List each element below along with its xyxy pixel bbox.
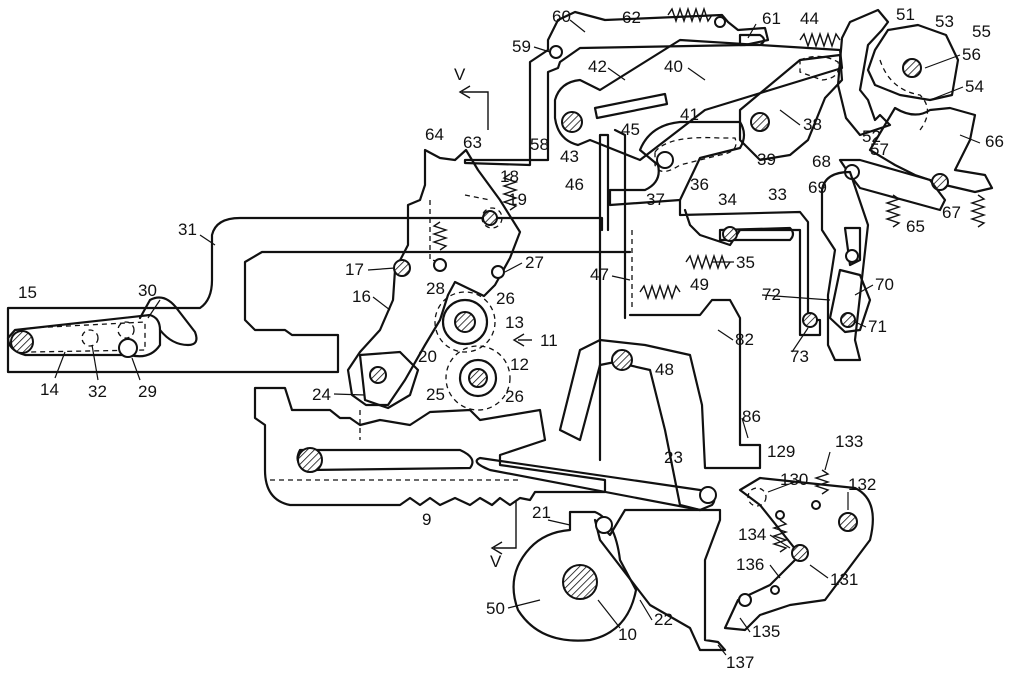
slide-bar-14: [6, 216, 632, 374]
ref-25: 25: [426, 385, 445, 404]
ref-63: 63: [463, 133, 482, 152]
cam-50: [512, 486, 727, 652]
ref-16: 16: [352, 287, 371, 306]
ref-71: 71: [868, 317, 887, 336]
ref-54: 54: [965, 77, 984, 96]
ref-28: 28: [426, 279, 445, 298]
ref-55: 55: [972, 22, 991, 41]
ref-36: 36: [690, 175, 709, 194]
ref-61: 61: [762, 9, 781, 28]
ref-33: 33: [768, 185, 787, 204]
leader-lines: [54, 19, 981, 656]
ref-42: 42: [588, 57, 607, 76]
ref-12: 12: [510, 355, 529, 374]
ref-67: 67: [942, 203, 961, 222]
ref-132: 132: [848, 475, 876, 494]
ref-30: 30: [138, 281, 157, 300]
ref-62: 62: [622, 8, 641, 27]
ref-45: 45: [621, 120, 640, 139]
ref-66: 66: [985, 132, 1004, 151]
ref-20: 20: [418, 347, 437, 366]
ref-V-top: V: [454, 65, 466, 84]
rack-9: [253, 386, 716, 512]
ref-65: 65: [906, 217, 925, 236]
ref-29: 29: [138, 382, 157, 401]
ref-21: 21: [532, 503, 551, 522]
ref-26-lower: 26: [505, 387, 524, 406]
ref-82: 82: [735, 330, 754, 349]
ref-18: 18: [500, 167, 519, 186]
ref-129: 129: [767, 442, 795, 461]
ref-26-upper: 26: [496, 289, 515, 308]
ref-58: 58: [530, 135, 549, 154]
ref-44: 44: [800, 9, 819, 28]
ref-14: 14: [40, 380, 59, 399]
ref-136: 136: [736, 555, 764, 574]
lever-60: [463, 10, 844, 337]
ref-48: 48: [655, 360, 674, 379]
ref-72: 72: [762, 285, 781, 304]
ref-11: 11: [540, 331, 558, 350]
ref-15: 15: [18, 283, 37, 302]
ref-41: 41: [680, 105, 699, 124]
springs: [431, 6, 987, 553]
ref-73: 73: [790, 347, 809, 366]
lever-16: [346, 148, 522, 410]
ref-22: 22: [654, 610, 673, 629]
ref-68: 68: [812, 152, 831, 171]
ref-38: 38: [803, 115, 822, 134]
ref-17: 17: [345, 260, 364, 279]
latch-assembly: [802, 8, 994, 362]
ref-56: 56: [962, 45, 981, 64]
ref-13: 13: [505, 313, 524, 332]
ref-51: 51: [896, 5, 915, 24]
ref-43: 43: [560, 147, 579, 166]
lever-131: [723, 476, 874, 632]
ref-70: 70: [875, 275, 894, 294]
ref-39: 39: [757, 150, 776, 169]
ref-131: 131: [830, 570, 858, 589]
ref-19: 19: [508, 190, 527, 209]
ref-49: 49: [690, 275, 709, 294]
ref-134: 134: [738, 525, 766, 544]
ref-37: 37: [646, 190, 665, 209]
ref-47: 47: [590, 265, 609, 284]
ref-59: 59: [512, 37, 531, 56]
ref-9: 9: [422, 510, 431, 529]
ref-40: 40: [664, 57, 683, 76]
ref-34: 34: [718, 190, 737, 209]
ref-23: 23: [664, 448, 683, 467]
ref-31: 31: [178, 220, 197, 239]
gear-13: [434, 291, 496, 353]
ref-53: 53: [935, 12, 954, 31]
ref-60: 60: [552, 7, 571, 26]
ref-24: 24: [312, 385, 331, 404]
ref-V-bottom: V: [490, 552, 502, 571]
ref-135: 135: [752, 622, 780, 641]
reference-numerals: 60 62 61 44 51 53 55 59 42 40 56 54 V 64…: [18, 5, 1004, 672]
ref-50: 50: [486, 599, 505, 618]
ref-133: 133: [835, 432, 863, 451]
ref-10: 10: [618, 625, 637, 644]
ref-86: 86: [742, 407, 761, 426]
ref-57: 57: [870, 140, 889, 159]
ref-46: 46: [565, 175, 584, 194]
bar-47: [558, 128, 762, 512]
ref-32: 32: [88, 382, 107, 401]
ref-64: 64: [425, 125, 444, 144]
gear-12: [445, 345, 511, 411]
ref-35: 35: [736, 253, 755, 272]
section-arrows: [458, 85, 532, 555]
ref-27: 27: [525, 253, 544, 272]
ref-69: 69: [808, 178, 827, 197]
ref-137: 137: [726, 653, 754, 672]
ref-52: 52: [862, 127, 881, 146]
